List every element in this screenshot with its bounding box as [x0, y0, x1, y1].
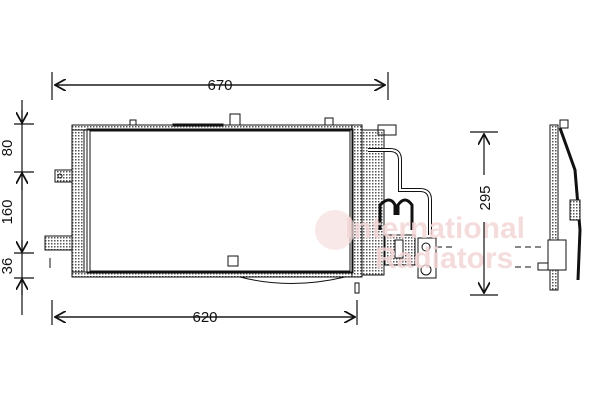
dim-segment-top: 80 [0, 140, 16, 157]
dim-segment-bottom: 36 [0, 258, 16, 275]
dim-segment-middle: 160 [0, 199, 16, 224]
dim-core-width: 620 [192, 309, 217, 326]
dimension-lines [14, 72, 498, 325]
watermark-logo: International Radiators [315, 210, 525, 275]
condenser-side-view [515, 119, 582, 291]
dim-height-total: 295 [477, 185, 494, 210]
watermark-line1: International [345, 212, 525, 245]
watermark-line2: Radiators [375, 242, 513, 275]
condenser-front-view [44, 113, 455, 294]
dim-overall-width: 670 [207, 77, 232, 94]
